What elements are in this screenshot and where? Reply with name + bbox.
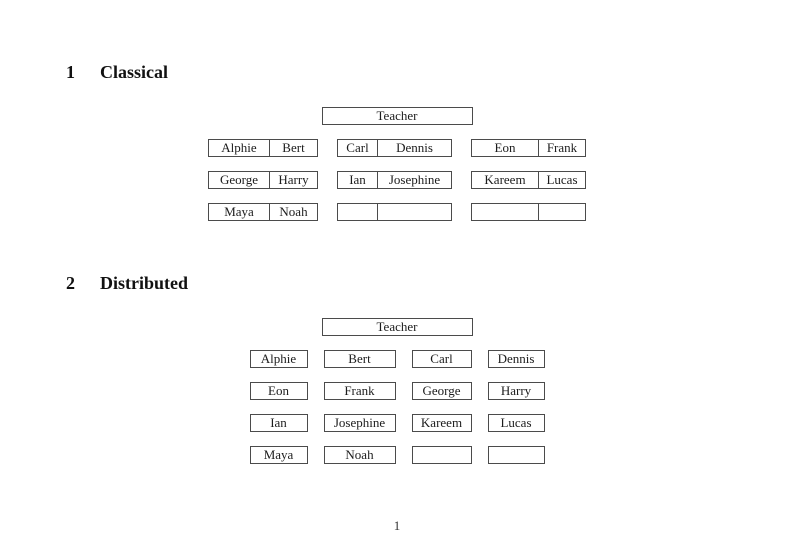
- teacher-row: Teacher: [0, 318, 794, 336]
- seat: Alphie: [209, 140, 270, 156]
- seat-empty: [472, 204, 539, 220]
- desk-single: Maya: [249, 446, 308, 464]
- desk-pair: Eon Frank: [471, 139, 586, 157]
- desk-single: Eon: [249, 382, 308, 400]
- desk-single: Bert: [323, 350, 396, 368]
- desk-pair-empty: [471, 203, 586, 221]
- desk-pair: Carl Dennis: [337, 139, 452, 157]
- desk-single: Lucas: [487, 414, 545, 432]
- section-heading-classical: 1 Classical: [66, 62, 168, 83]
- desk-single-empty: [411, 446, 472, 464]
- desk-single: Harry: [487, 382, 545, 400]
- section-title: Classical: [100, 62, 169, 82]
- teacher-row: Teacher: [0, 107, 794, 125]
- section-heading-distributed: 2 Distributed: [66, 273, 188, 294]
- seat: Josephine: [388, 172, 441, 187]
- desk-single: Noah: [323, 446, 396, 464]
- section-number: 1: [66, 62, 75, 82]
- desk-single: George: [411, 382, 472, 400]
- desk-single: Ian: [249, 414, 308, 432]
- seat: Carl: [338, 140, 378, 156]
- seat: George: [209, 172, 270, 188]
- desk-pair: Ian Josephine: [337, 171, 452, 189]
- seat: Ian: [338, 172, 378, 188]
- seat: Lucas: [546, 172, 578, 187]
- page-number: 1: [393, 518, 401, 533]
- desk-pair-empty: [337, 203, 452, 221]
- seat: Eon: [472, 140, 539, 156]
- desk-single-empty: [487, 446, 545, 464]
- seat: Noah: [279, 204, 308, 219]
- desk-single: Alphie: [249, 350, 308, 368]
- desk-pair: George Harry: [208, 171, 318, 189]
- desk-row: Maya Noah: [0, 446, 794, 464]
- section-number: 2: [66, 273, 75, 293]
- seat-empty: [539, 204, 585, 220]
- desk-pair: Maya Noah: [208, 203, 318, 221]
- seat-empty: [378, 204, 451, 220]
- seat: Kareem: [472, 172, 539, 188]
- desk-row: Alphie Bert Carl Dennis: [0, 350, 794, 368]
- desk-pair: Alphie Bert: [208, 139, 318, 157]
- seat: Frank: [546, 140, 578, 155]
- desk-single: Josephine: [323, 414, 396, 432]
- seat: Harry: [278, 172, 309, 187]
- desk-row: George Harry Ian Josephine Kareem Lucas: [0, 171, 794, 189]
- teacher-desk: Teacher: [321, 318, 473, 336]
- section-title: Distributed: [100, 273, 189, 293]
- classical-seating-diagram: Teacher Alphie Bert Carl Dennis Eon Fran…: [0, 107, 794, 221]
- seat-empty: [338, 204, 378, 220]
- desk-row: Alphie Bert Carl Dennis Eon Frank: [0, 139, 794, 157]
- desk-single: Carl: [411, 350, 472, 368]
- desk-pair: Kareem Lucas: [471, 171, 586, 189]
- desk-single: Dennis: [487, 350, 545, 368]
- seat: Dennis: [396, 140, 433, 155]
- distributed-seating-diagram: Teacher Alphie Bert Carl Dennis Eon Fran…: [0, 318, 794, 464]
- desk-single: Frank: [323, 382, 396, 400]
- desk-single: Kareem: [411, 414, 472, 432]
- desk-row: Eon Frank George Harry: [0, 382, 794, 400]
- seat: Bert: [282, 140, 305, 155]
- desk-row: Ian Josephine Kareem Lucas: [0, 414, 794, 432]
- seat: Maya: [209, 204, 270, 220]
- desk-row: Maya Noah: [0, 203, 794, 221]
- teacher-desk: Teacher: [321, 107, 473, 125]
